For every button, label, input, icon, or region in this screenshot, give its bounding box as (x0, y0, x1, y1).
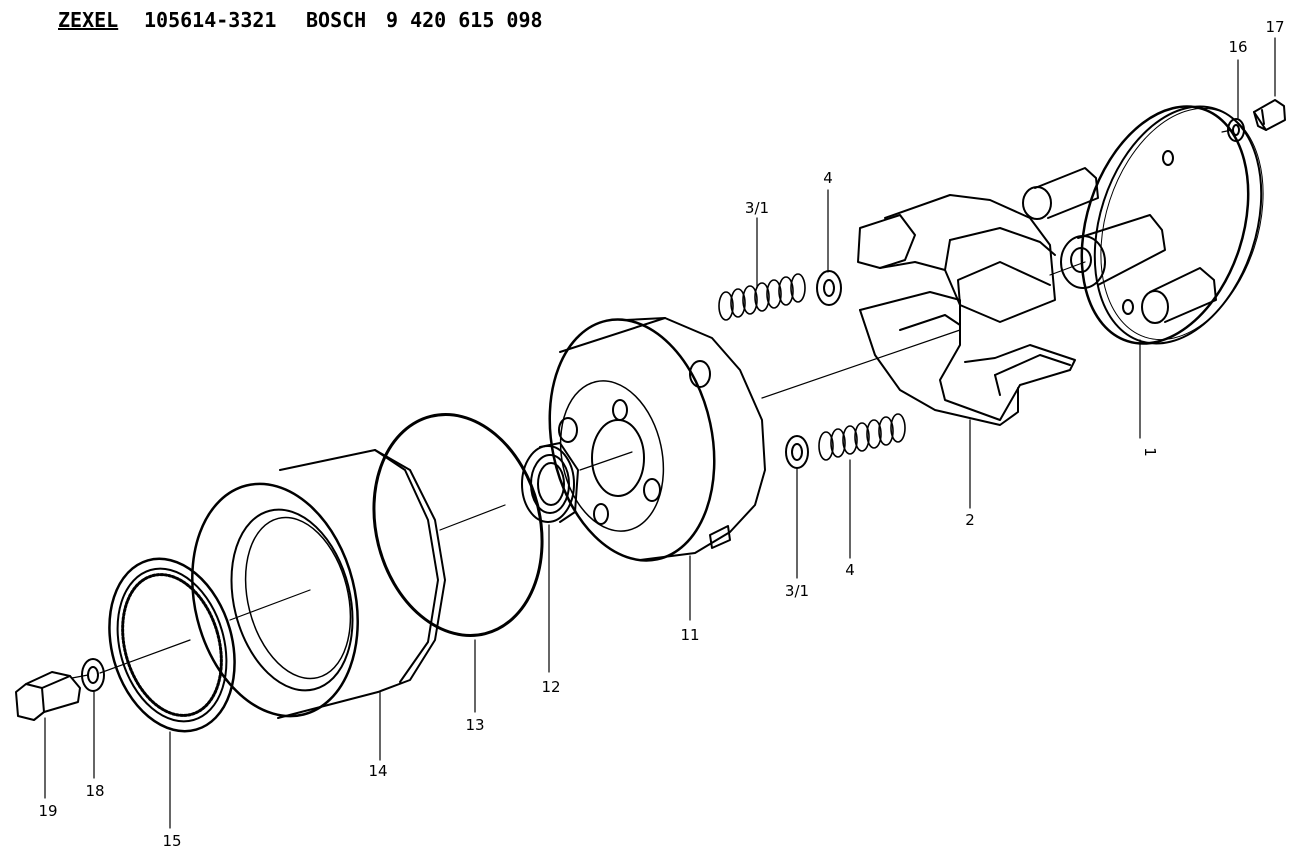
assembly-axis-lines (71, 129, 1233, 679)
part-4-washer-lower (785, 435, 809, 469)
callout-labels: 1 2 3/1 4 3/1 4 11 12 13 14 15 16 17 18 … (38, 18, 1284, 850)
part-15-seal (108, 557, 236, 733)
part-16-washer (1227, 118, 1245, 142)
part-14-cover-ring (191, 449, 446, 719)
part-11-housing (548, 317, 766, 562)
part-4-washer-upper (816, 270, 842, 306)
part-13-o-ring (372, 413, 544, 637)
callout-13: 13 (465, 716, 484, 734)
callout-3-1-upper: 3/1 (745, 199, 769, 217)
part-1-flange-plate (1022, 105, 1264, 345)
part-number-secondary: 9 420 615 098 (386, 8, 543, 32)
callout-3-1-lower: 3/1 (785, 582, 809, 600)
callout-15: 15 (162, 832, 181, 850)
part-2-coupling (857, 194, 1076, 426)
callout-19: 19 (38, 802, 57, 820)
brand-primary: ZEXEL (58, 8, 119, 32)
part-3-1-spring-lower (818, 413, 906, 461)
callout-16: 16 (1228, 38, 1247, 56)
callout-18: 18 (85, 782, 104, 800)
callout-17: 17 (1265, 18, 1284, 36)
leader-lines (44, 37, 1276, 829)
brand-secondary: BOSCH (306, 8, 367, 32)
part-number-primary: 105614-3321 (144, 8, 277, 32)
callout-4-upper: 4 (823, 169, 833, 187)
part-19-plug-screw (15, 671, 81, 721)
callout-12: 12 (541, 678, 560, 696)
callout-14: 14 (368, 762, 387, 780)
callout-11: 11 (680, 626, 699, 644)
part-17-screw (1253, 99, 1286, 131)
callout-1: 1 (1141, 447, 1159, 457)
part-3-1-spring-upper (718, 273, 806, 321)
callout-2: 2 (965, 511, 975, 529)
callout-4-lower: 4 (845, 561, 855, 579)
